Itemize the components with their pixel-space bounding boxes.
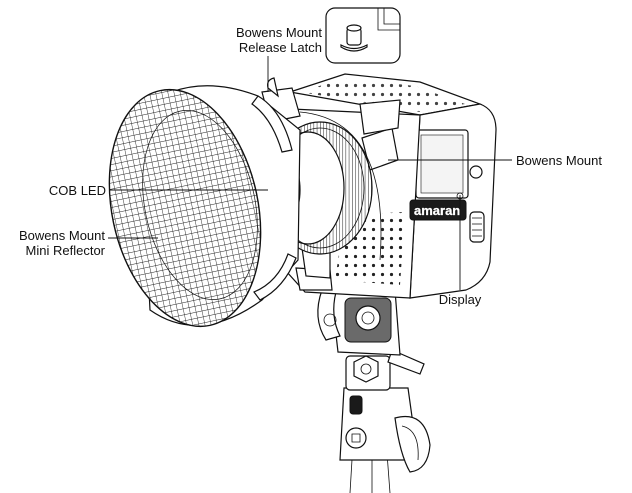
label-release-latch-2: Release Latch bbox=[239, 40, 322, 55]
label-mini-reflector-2: Mini Reflector bbox=[26, 243, 106, 258]
latch-detail-inset bbox=[325, 7, 401, 64]
yoke-mount bbox=[317, 281, 401, 356]
label-release-latch-1: Bowens Mount bbox=[236, 25, 322, 40]
control-knob bbox=[469, 165, 483, 179]
label-display: Display bbox=[439, 292, 482, 307]
labels: Bowens Mount Release Latch Bowens Mount … bbox=[19, 25, 602, 307]
brand-logo: amaran bbox=[414, 203, 460, 218]
light-stand bbox=[339, 349, 431, 493]
mini-reflector bbox=[108, 85, 301, 328]
label-cob-led: COB LED bbox=[49, 183, 106, 198]
label-mini-reflector-1: Bowens Mount bbox=[19, 228, 105, 243]
label-bowens-mount: Bowens Mount bbox=[516, 153, 602, 168]
callout-lines bbox=[108, 56, 512, 290]
